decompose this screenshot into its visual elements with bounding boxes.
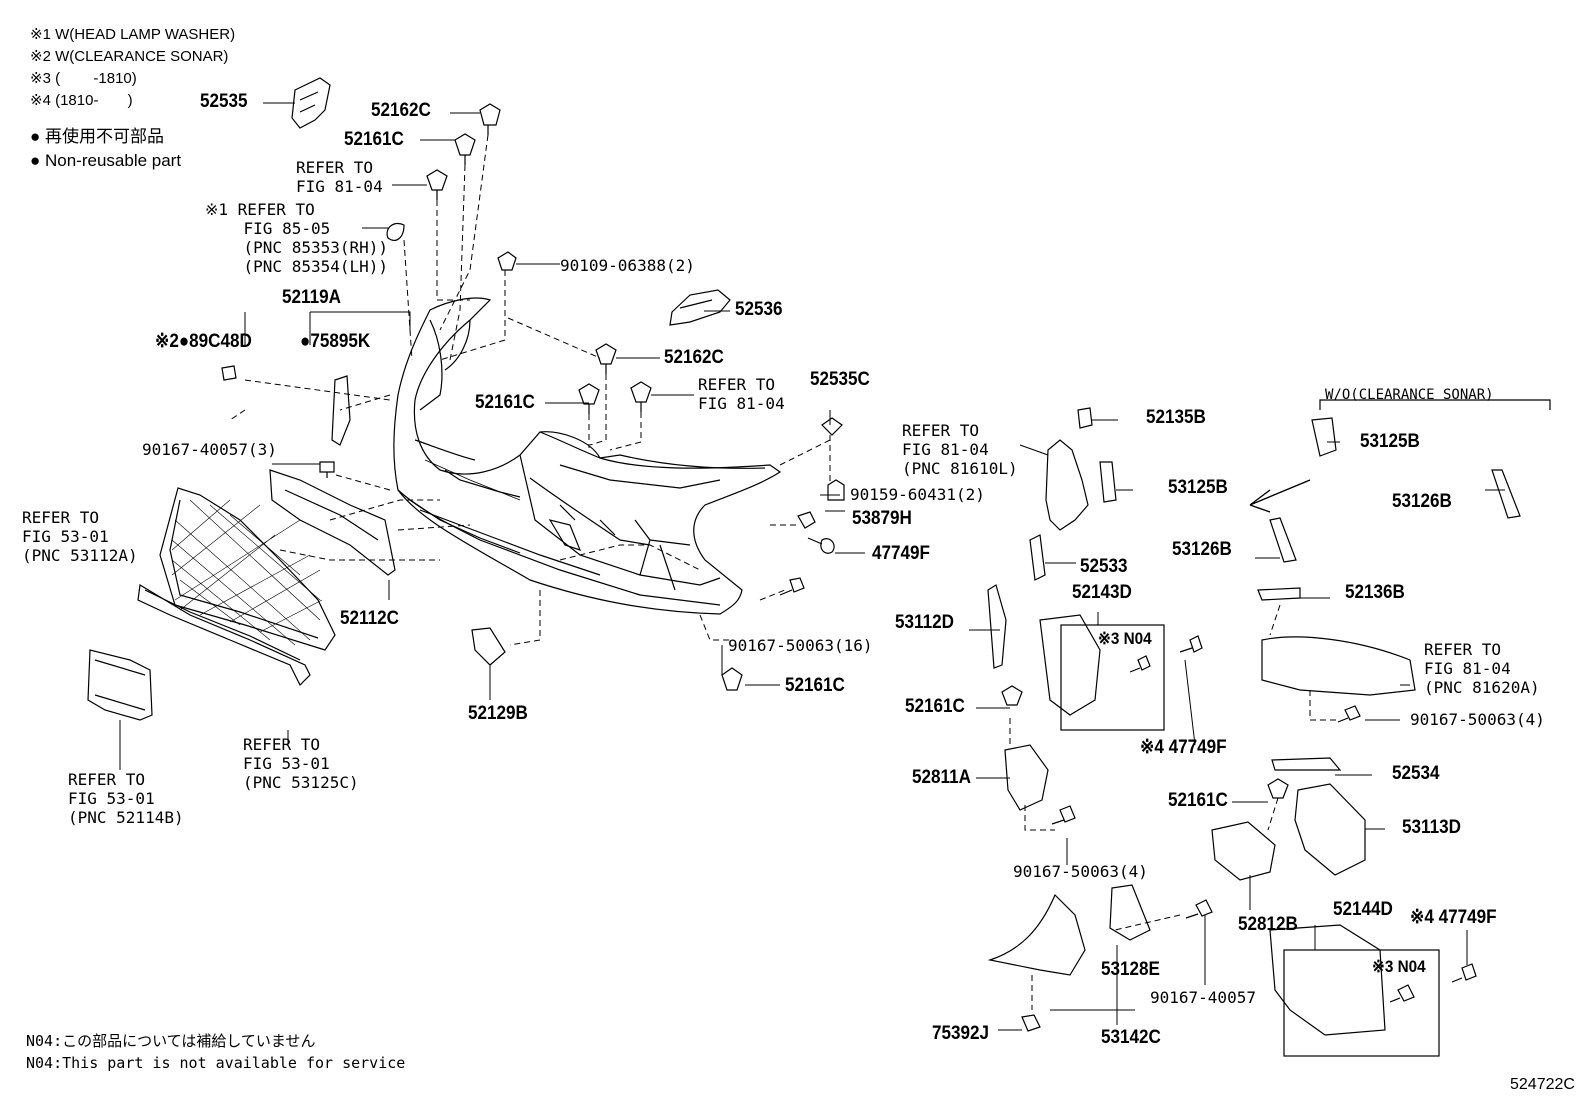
part-52535C: 52535C xyxy=(810,369,870,390)
part-52533: 52533 xyxy=(1080,556,1128,577)
group-box-52144D xyxy=(1283,949,1440,1057)
ref-fig-53-01-grille: REFER TO FIG 53-01 (PNC 53112A) xyxy=(22,508,138,565)
part-75392J: 75392J xyxy=(932,1023,990,1044)
bumper-cover-outline xyxy=(393,297,782,615)
part-52161C-top: 52161C xyxy=(344,129,404,150)
part-53125B-main: 53125B xyxy=(1168,477,1228,498)
bracket-52535 xyxy=(291,77,331,129)
label-n04-lower: ※3 N04 xyxy=(1372,957,1426,976)
side-parts-right xyxy=(987,407,1521,1036)
part-53879H: 53879H xyxy=(852,508,912,529)
part-52143D: 52143D xyxy=(1072,582,1132,603)
part-52129B: 52129B xyxy=(468,703,528,724)
part-52534: 52534 xyxy=(1392,763,1440,784)
part-52144D: 52144D xyxy=(1333,899,1393,920)
part-75895K: ●75895K xyxy=(300,331,371,352)
part-52162C-mid: 52162C xyxy=(664,347,724,368)
lower-grille-strip xyxy=(137,584,311,687)
part-52161C-lower-right: 52161C xyxy=(1168,790,1228,811)
part-90167-50063-16: 90167-50063(16) xyxy=(728,636,873,655)
part-52811A: 52811A xyxy=(912,767,971,788)
legend-nonreusable-ja: ● 再使用不可部品 xyxy=(30,127,164,146)
legend-note-3: ※3 ( -1810) xyxy=(30,70,137,87)
ref-fig-81-04-right: REFER TO FIG 81-04 (PNC 81610L) xyxy=(902,421,1018,478)
part-52112C: 52112C xyxy=(340,608,399,629)
part-53126B-main: 53126B xyxy=(1172,539,1232,560)
legend-note-2: ※2 W(CLEARANCE SONAR) xyxy=(30,48,229,65)
bracket-wo-sonar xyxy=(1319,399,1551,410)
part-52812B: 52812B xyxy=(1238,914,1298,935)
part-53128E: 53128E xyxy=(1101,959,1160,980)
footer-note-en: N04:This part is not available for servi… xyxy=(26,1054,406,1072)
ref-fig-81-04-mid: REFER TO FIG 81-04 xyxy=(698,375,785,413)
part-52119A: 52119A xyxy=(282,287,341,308)
part-53113D: 53113D xyxy=(1402,817,1461,838)
legend-note-1: ※1 W(HEAD LAMP WASHER) xyxy=(30,26,236,43)
diagram-code: 524722C xyxy=(1510,1076,1575,1093)
part-47749F-lower: ※4 47749F xyxy=(1410,907,1497,928)
label-wo-clearance-sonar: W/O(CLEARANCE SONAR) xyxy=(1325,387,1494,403)
assembly-dashed-lines xyxy=(229,134,1340,1010)
part-90159-60431: 90159-60431(2) xyxy=(850,485,985,504)
legend-note-4: ※4 (1810- ) xyxy=(30,92,133,109)
part-47749F-center: 47749F xyxy=(872,543,931,564)
bumper-absorber-52112C xyxy=(269,469,396,576)
bolts xyxy=(319,461,1477,1032)
part-90167-40057-3: 90167-40057(3) xyxy=(142,440,277,459)
footer-note-ja: N04:この部品については補給していません xyxy=(26,1032,316,1050)
ref-fig-85-05: ※1 REFER TO FIG 85-05 (PNC 85353(RH)) (P… xyxy=(205,200,389,276)
part-53142C: 53142C xyxy=(1101,1027,1161,1048)
part-53125B-wo: 53125B xyxy=(1360,431,1420,452)
part-53126B-wo: 53126B xyxy=(1392,491,1452,512)
part-52535: 52535 xyxy=(200,91,248,112)
part-89C48D: ※2●89C48D xyxy=(155,331,252,352)
ref-fig-81-04-top: REFER TO FIG 81-04 xyxy=(296,158,383,196)
part-52136B: 52136B xyxy=(1345,582,1405,603)
legend-nonreusable-en: ● Non-reusable part xyxy=(30,151,182,170)
part-90167-50063-4-upper: 90167-50063(4) xyxy=(1410,710,1545,729)
ref-fig-53-01-plate: REFER TO FIG 53-01 (PNC 52114B) xyxy=(68,770,184,827)
part-52162C-top: 52162C xyxy=(371,100,431,121)
part-90109-06388: 90109-06388(2) xyxy=(560,256,695,275)
part-52161C-right: 52161C xyxy=(905,696,965,717)
part-53112D: 53112D xyxy=(895,612,954,633)
part-52536: 52536 xyxy=(735,299,783,320)
license-plate-bracket xyxy=(87,649,153,721)
part-52161C-low: 52161C xyxy=(785,675,845,696)
part-90167-40057: 90167-40057 xyxy=(1150,988,1256,1007)
small-covers xyxy=(221,365,506,666)
part-52135B: 52135B xyxy=(1146,407,1206,428)
part-90167-50063-4-lower: 90167-50063(4) xyxy=(1013,862,1148,881)
part-52161C-mid: 52161C xyxy=(475,392,535,413)
bracket-52536 xyxy=(669,289,731,326)
part-47749F-right: ※4 47749F xyxy=(1140,737,1227,758)
ref-fig-81-04-lamp: REFER TO FIG 81-04 (PNC 81620A) xyxy=(1424,640,1540,697)
clips xyxy=(386,103,1289,799)
leader-lines xyxy=(119,102,1505,1031)
group-box-52143D xyxy=(1060,624,1165,731)
label-n04-upper: ※3 N04 xyxy=(1098,629,1152,648)
ref-fig-53-01-strip: REFER TO FIG 53-01 (PNC 53125C) xyxy=(243,735,359,792)
grille-mesh xyxy=(159,487,336,651)
